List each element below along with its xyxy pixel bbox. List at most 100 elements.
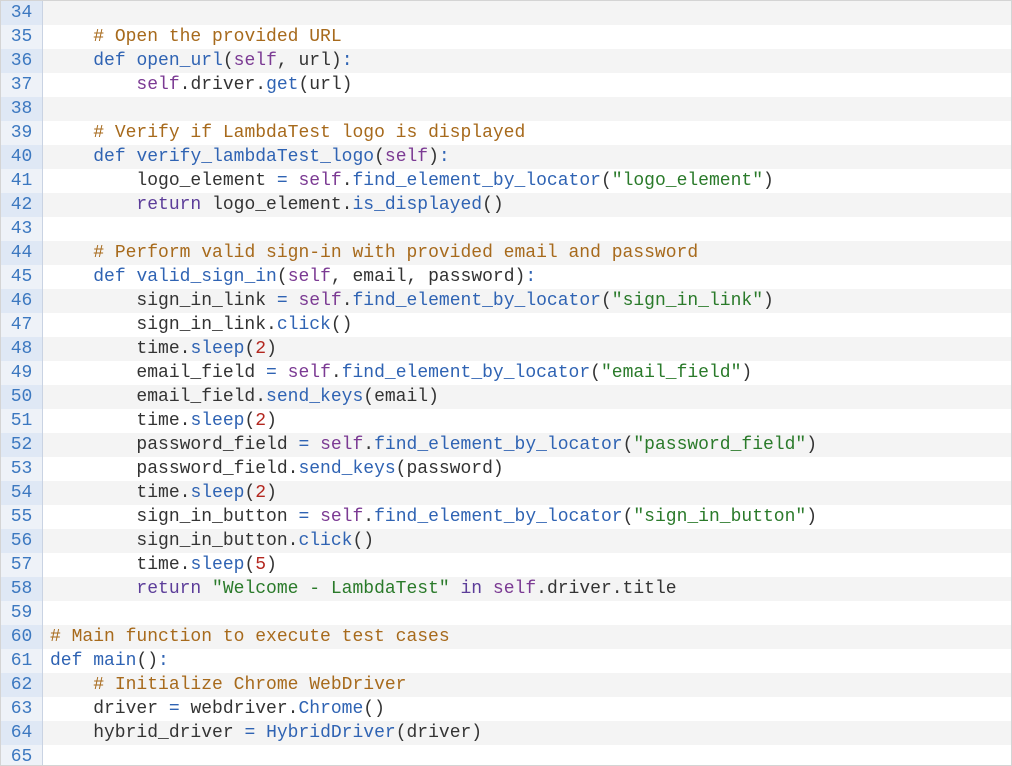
code-token: self [320,507,364,527]
code-token: (driver) [395,723,483,743]
line-number[interactable]: 58 [1,577,43,601]
code-token: # Verify if LambdaTest logo is displayed [93,123,526,143]
code-token: ) [266,339,277,359]
code-token: ( [244,555,256,575]
code-line: 64 hybrid_driver = HybridDriver(driver) [1,721,1011,745]
line-number[interactable]: 53 [1,457,43,481]
code-text: def valid_sign_in(self, email, password)… [43,265,536,289]
line-number[interactable]: 52 [1,433,43,457]
code-token: ) [266,411,277,431]
code-token [255,723,266,743]
code-token: "email_field" [600,363,742,383]
code-text [43,217,50,241]
code-token [450,579,461,599]
code-token [309,435,320,455]
code-token: "sign_in_button" [633,507,807,527]
code-text: self.driver.get(url) [43,73,352,97]
code-token: (email) [363,387,439,407]
code-line: 34 [1,1,1011,25]
code-line: 42 return logo_element.is_displayed() [1,193,1011,217]
code-token: ( [374,147,385,167]
code-token [50,27,93,47]
line-number[interactable]: 42 [1,193,43,217]
code-token: = [298,435,310,455]
line-number[interactable]: 64 [1,721,43,745]
line-number[interactable]: 57 [1,553,43,577]
line-number[interactable]: 48 [1,337,43,361]
code-token: = [276,291,288,311]
code-token: sleep [190,411,245,431]
code-line: 41 logo_element = self.find_element_by_l… [1,169,1011,193]
line-number[interactable]: 60 [1,625,43,649]
code-token: () [136,651,159,671]
line-number[interactable]: 41 [1,169,43,193]
line-number[interactable]: 45 [1,265,43,289]
line-number[interactable]: 38 [1,97,43,121]
code-line: 58 return "Welcome - LambdaTest" in self… [1,577,1011,601]
code-text: # Initialize Chrome WebDriver [43,673,406,697]
line-number[interactable]: 36 [1,49,43,73]
code-token: (password) [395,459,504,479]
code-token: "sign_in_link" [611,291,763,311]
code-token: def [93,147,126,167]
code-token: () [363,699,385,719]
line-number[interactable]: 55 [1,505,43,529]
code-line: 44 # Perform valid sign-in with provided… [1,241,1011,265]
code-token: sleep [190,555,245,575]
code-token: "password_field" [633,435,807,455]
line-number[interactable]: 49 [1,361,43,385]
line-number[interactable]: 61 [1,649,43,673]
line-number[interactable]: 34 [1,1,43,25]
line-number[interactable]: 51 [1,409,43,433]
code-token [201,579,212,599]
line-number[interactable]: 40 [1,145,43,169]
line-number[interactable]: 59 [1,601,43,625]
line-number[interactable]: 62 [1,673,43,697]
code-text: time.sleep(2) [43,481,276,505]
code-token: # Main function to execute test cases [50,627,450,647]
code-token [277,363,288,383]
code-token: = [244,723,256,743]
code-token: self [298,291,342,311]
code-token: sign_in_button. [50,531,299,551]
code-text: email_field.send_keys(email) [43,385,439,409]
line-number[interactable]: 44 [1,241,43,265]
line-number[interactable]: 37 [1,73,43,97]
code-text: # Main function to execute test cases [43,625,450,649]
line-number[interactable]: 50 [1,385,43,409]
code-token: self [298,171,342,191]
code-token: # Perform valid sign-in with provided em… [93,243,699,263]
line-number[interactable]: 65 [1,745,43,765]
code-token: self [287,267,331,287]
code-token: send_keys [266,387,364,407]
line-number[interactable]: 47 [1,313,43,337]
code-text: driver = webdriver.Chrome() [43,697,385,721]
code-token: . [341,171,353,191]
code-token: HybridDriver [266,723,396,743]
code-token: (url) [298,75,353,95]
code-line: 48 time.sleep(2) [1,337,1011,361]
code-token: self [320,435,364,455]
code-token: # Initialize Chrome WebDriver [93,675,407,695]
code-token: click [276,315,331,335]
code-text: time.sleep(2) [43,337,277,361]
code-text: sign_in_link.click() [43,313,352,337]
code-line: 60 # Main function to execute test cases [1,625,1011,649]
code-token [50,147,93,167]
code-token: . [363,435,375,455]
line-number[interactable]: 56 [1,529,43,553]
code-token: in [460,579,483,599]
code-token: verify_lambdaTest_logo [136,147,375,167]
code-token: def [50,651,83,671]
code-token: time. [50,411,191,431]
line-number[interactable]: 63 [1,697,43,721]
line-number[interactable]: 35 [1,25,43,49]
code-line: 45 def valid_sign_in(self, email, passwo… [1,265,1011,289]
line-number[interactable]: 43 [1,217,43,241]
line-number[interactable]: 46 [1,289,43,313]
line-number[interactable]: 54 [1,481,43,505]
line-number[interactable]: 39 [1,121,43,145]
code-token [482,579,493,599]
